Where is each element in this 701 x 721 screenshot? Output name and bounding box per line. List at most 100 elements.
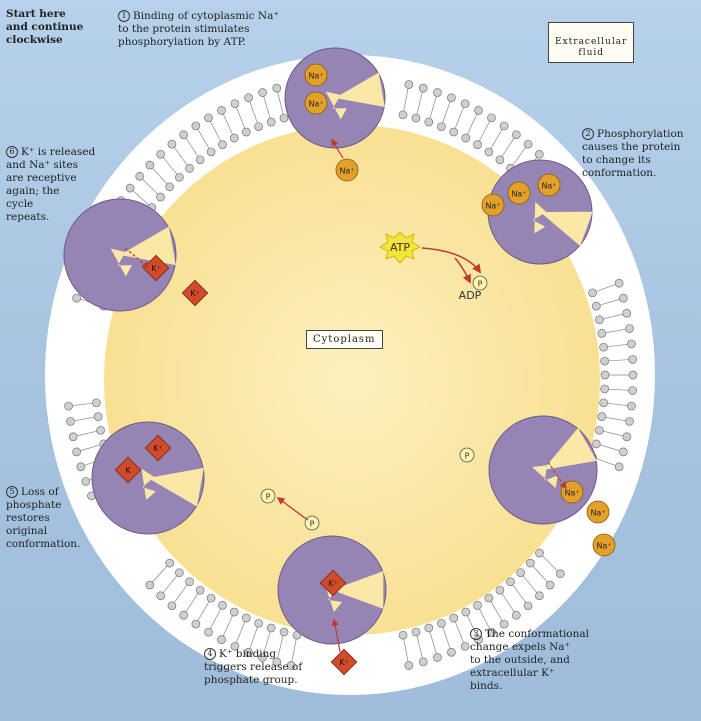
potassium-ion: K⁺	[142, 254, 170, 282]
sodium-ion: Na⁺	[560, 480, 584, 504]
sodium-ion: Na⁺	[481, 193, 505, 217]
sodium-ion: Na⁺	[304, 91, 328, 115]
phospholipid	[461, 106, 483, 143]
atp-label: ATP	[390, 241, 410, 254]
svg-text:P: P	[266, 493, 271, 502]
phospholipid	[258, 88, 276, 127]
phospholipid	[437, 618, 456, 657]
cytoplasm-region	[104, 125, 600, 635]
sodium-ion: Na⁺	[304, 63, 328, 87]
sodium-ion: Na⁺	[335, 158, 359, 182]
potassium-ion: K	[114, 456, 142, 484]
phospholipid	[135, 171, 165, 202]
phospholipid	[495, 130, 521, 165]
step-5-number: 5	[6, 486, 18, 498]
k-release-arrow	[124, 247, 150, 270]
svg-text:Na⁺: Na⁺	[339, 167, 354, 176]
phospholipid	[599, 339, 636, 352]
svg-text:Na⁺: Na⁺	[511, 190, 526, 199]
phospholipid	[525, 558, 555, 590]
phospholipid	[204, 601, 227, 637]
pump-protein-step-5	[91, 421, 205, 535]
phospholipid	[156, 149, 184, 182]
phospholipid	[244, 618, 263, 657]
phospholipid	[217, 106, 239, 143]
phospholipid	[484, 121, 509, 157]
step-4-number: 4	[204, 648, 216, 660]
extracellular-fluid-label: Extracellular fluid	[548, 22, 635, 63]
svg-text:P: P	[478, 280, 483, 289]
phospholipid	[156, 568, 184, 601]
svg-text:Na⁺: Na⁺	[308, 100, 323, 109]
phospholipid	[167, 139, 194, 173]
phospholipid	[473, 601, 496, 637]
sodium-ion: Na⁺	[507, 181, 531, 205]
phospholipid	[244, 93, 263, 132]
phospholipid	[398, 80, 414, 120]
svg-text:Na⁺: Na⁺	[485, 202, 500, 211]
phospholipid	[286, 630, 302, 670]
sodium-ion: Na⁺	[592, 533, 616, 557]
phospholipid	[64, 398, 101, 411]
phospholipid	[600, 355, 637, 366]
phospholipid	[599, 398, 636, 411]
phospholipid	[258, 623, 276, 662]
phospholipid	[179, 130, 205, 165]
atp-arrow	[421, 247, 482, 274]
phospholipid	[495, 585, 521, 620]
svg-text:K⁺: K⁺	[328, 579, 337, 588]
start-note: Start here and continue clockwise	[6, 8, 84, 46]
phosphate-release-arrow	[276, 497, 309, 521]
svg-text:Na⁺: Na⁺	[596, 542, 611, 551]
phospholipid	[191, 121, 216, 157]
phospholipid	[145, 160, 175, 192]
sodium-ion: Na⁺	[586, 500, 610, 524]
adp-label: ADP	[459, 289, 482, 302]
phospholipid	[424, 88, 442, 127]
svg-text:Na⁺: Na⁺	[590, 509, 605, 518]
na-expel-arrow	[547, 461, 567, 490]
step-1-number: 1	[118, 10, 130, 22]
phospholipid	[506, 139, 533, 173]
phospholipid	[600, 384, 637, 395]
phospholipid	[204, 113, 227, 149]
phospholipid	[535, 548, 565, 579]
svg-text:K⁺: K⁺	[151, 264, 160, 273]
svg-text:K⁺: K⁺	[153, 444, 162, 453]
phosphate-group-released: P	[260, 488, 276, 504]
svg-text:K: K	[125, 466, 131, 475]
phospholipid	[66, 412, 103, 426]
phospholipid	[449, 613, 470, 651]
phospholipid	[167, 577, 194, 611]
phosphate-group-step-3: P	[459, 447, 475, 463]
step-2-number: 2	[582, 128, 594, 140]
phospholipid	[398, 630, 414, 670]
phospholipid	[516, 568, 544, 601]
phospholipid	[600, 370, 638, 380]
phospholipid	[68, 425, 105, 442]
potassium-ion: K⁺	[181, 279, 209, 307]
svg-text:Na⁺: Na⁺	[541, 182, 556, 191]
phospholipid	[591, 293, 628, 311]
potassium-ion: K⁺	[319, 569, 347, 597]
phospholipid	[595, 425, 632, 442]
phospholipid	[597, 324, 634, 338]
phospholipid	[597, 412, 634, 426]
potassium-ion: K⁺	[330, 648, 358, 676]
phospholipid	[230, 613, 251, 651]
phospholipid	[484, 593, 509, 629]
phospholipid	[595, 308, 632, 325]
phospholipid	[473, 113, 496, 149]
phospholipid	[272, 83, 289, 123]
svg-text:K⁺: K⁺	[190, 289, 199, 298]
phospholipid	[424, 623, 442, 662]
phospholipid	[145, 558, 175, 590]
step-3-number: 3	[470, 628, 482, 640]
phospholipid	[588, 278, 624, 298]
